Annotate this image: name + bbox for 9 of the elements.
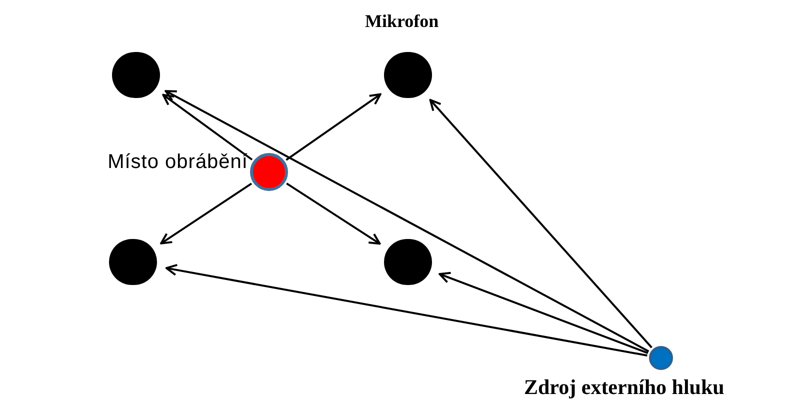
node-caption: Zdroj externího hluku: [524, 374, 724, 401]
arrow: [286, 182, 381, 245]
node-caption: Mikrofon: [365, 10, 439, 33]
arrow: [438, 272, 648, 354]
arrow: [429, 98, 652, 348]
arrow: [164, 90, 650, 352]
arrow: [160, 182, 252, 244]
node-caption: Místo obrábění: [108, 150, 248, 175]
arrow: [165, 264, 648, 356]
